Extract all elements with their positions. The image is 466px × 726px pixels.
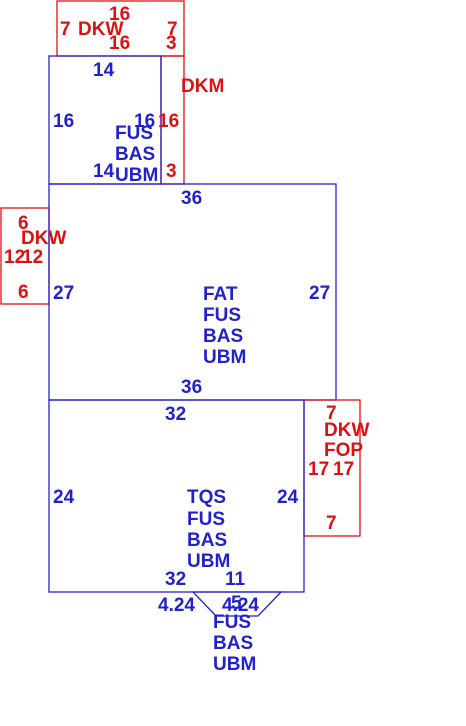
upper-box-code-2: BAS: [115, 144, 155, 165]
main-box-bottom-dim: 36: [181, 377, 202, 398]
bay-code-1: FUS: [213, 612, 251, 633]
bay-bottom-dim: 5: [231, 593, 242, 614]
left-red-box-left-dim: 12: [4, 247, 25, 268]
bay-outline: [191, 591, 283, 617]
right-red-box2-right-dim: 17: [333, 459, 354, 480]
right-red-box2-top-dim: 7: [326, 403, 337, 424]
lower-box-top-dim: 32: [165, 404, 186, 425]
lower-box-right-dim: 24: [277, 487, 299, 508]
top-red-box-right-dim: 7: [167, 19, 178, 40]
bay-right-dim: 4.24: [222, 595, 259, 616]
main-box-code-3: BAS: [203, 326, 243, 347]
main-box-outline: [48, 183, 337, 401]
lower-box-code-2: FUS: [187, 509, 225, 530]
top-red-box-bottom-dim: 16: [109, 33, 130, 54]
main-box-code-2: FUS: [203, 305, 241, 326]
upper-box-bottom-dim: 14: [93, 161, 115, 182]
right-red-box-side-dim: 16: [158, 111, 179, 132]
main-box-code-4: UBM: [203, 347, 246, 368]
bay-code-3: UBM: [213, 654, 256, 675]
main-box-code-1: FAT: [203, 284, 238, 305]
upper-box-code-1: FUS: [115, 123, 153, 144]
right-red-box2-bottom-dim: 7: [326, 513, 337, 534]
top-red-box-code: DKW: [78, 19, 123, 40]
bay-code-2: BAS: [213, 633, 253, 654]
right-red-box-label: DKM: [181, 76, 224, 97]
lower-box-code-4: UBM: [187, 551, 230, 572]
right-red-box2-code-1: DKW: [324, 420, 369, 441]
left-red-box-right-dim: 12: [22, 247, 43, 268]
right-red-box-bottom-dim: 3: [166, 161, 177, 182]
right-red-box2-code-2: FOP: [324, 440, 363, 461]
lower-box-code-1: TQS: [187, 487, 226, 508]
lower-box-bottom-dim: 32: [165, 569, 186, 590]
lower-box-code-3: BAS: [187, 530, 227, 551]
upper-box-right-dim: 16: [134, 111, 155, 132]
left-red-box-code: DKW: [21, 228, 66, 249]
left-red-box-top-dim: 6: [18, 213, 29, 234]
main-box-right-dim: 27: [309, 283, 330, 304]
bay-left-dim: 4.24: [158, 595, 195, 616]
upper-box-code-3: UBM: [115, 165, 158, 186]
lower-box-outline: [48, 399, 305, 593]
main-box-top-dim: 36: [181, 188, 202, 209]
upper-box-left-dim: 16: [53, 111, 74, 132]
top-red-box-bottom-right-dim: 3: [166, 33, 177, 54]
top-red-box-left-dim: 7: [60, 19, 71, 40]
top-red-box-top-dim: 16: [109, 4, 130, 25]
main-box-left-dim: 27: [53, 283, 74, 304]
right-red-box2-left-dim: 17: [308, 459, 329, 480]
upper-box-top-dim: 14: [93, 60, 115, 81]
lower-box-left-dim: 24: [53, 487, 75, 508]
left-red-box-bottom-dim: 6: [18, 282, 29, 303]
lower-box-bottom-right-dim: 11: [225, 569, 246, 590]
